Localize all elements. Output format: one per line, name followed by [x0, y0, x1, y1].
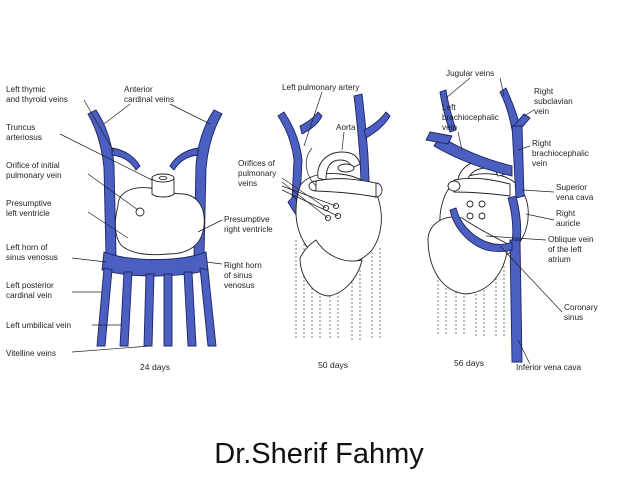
- left-pulmonary-artery: [305, 147, 317, 187]
- leader-orifice-3: [281, 185, 337, 207]
- left-jugular-vein: [439, 89, 457, 133]
- leader-left-horn: [71, 257, 107, 263]
- leader-jugular-right: [499, 77, 505, 97]
- leader-right-subclavian: [523, 109, 535, 117]
- pulmonary-vein-orifices-56: [466, 200, 486, 220]
- right-jugular-branch-50: [363, 111, 391, 139]
- right-umbilical-vein-24: [183, 271, 197, 347]
- leader-left-brachio: [457, 131, 463, 151]
- heart-tube-24: [114, 187, 205, 256]
- leader-ivc: [517, 339, 531, 365]
- leader-anterior-right: [169, 103, 211, 125]
- vitelline-vein-right: [163, 273, 173, 347]
- pulmonary-trunk-50: [315, 178, 377, 198]
- leader-svc: [521, 189, 555, 193]
- pulmonary-trunk-56: [453, 177, 511, 197]
- inferior-vena-cava: [509, 239, 523, 363]
- right-posterior-cardinal-vein: [199, 267, 217, 347]
- leader-orifice-4: [281, 189, 339, 217]
- label-jugular: Jugular veins: [446, 69, 494, 78]
- aortic-arch-end: [337, 163, 355, 173]
- label-left-pulmonary-artery: Left pulmonary artery: [282, 83, 360, 92]
- left-posterior-cardinal-vein: [96, 267, 113, 347]
- oblique-vein-coronary-sinus: [449, 207, 513, 252]
- leader-rv: [197, 219, 223, 233]
- vitelline-vein-left: [143, 273, 155, 347]
- truncus-arteriosus: [151, 177, 175, 198]
- leader-orifice-1: [281, 177, 327, 209]
- leader-right-auricle: [525, 213, 555, 221]
- day-label-56: 56 days: [454, 358, 484, 368]
- day-label-50: 50 days: [318, 360, 348, 370]
- left-brachiocephalic-vein: [433, 135, 513, 177]
- leader-thymic: [83, 99, 115, 153]
- leader-orifice-2: [281, 181, 329, 219]
- left-jugular-branch-50: [299, 111, 323, 135]
- left-thymic-vein: [111, 147, 141, 171]
- left-anterior-cardinal-50: [277, 111, 303, 201]
- leader-coronary: [499, 245, 563, 313]
- leader-oblique: [485, 235, 547, 241]
- label-aorta: Aorta: [336, 123, 356, 132]
- superior-vena-cava: [511, 125, 525, 199]
- pulmonary-trunk-end-56: [447, 180, 461, 192]
- day-label-24: 24 days: [140, 362, 170, 372]
- leader-right-brachio: [517, 145, 531, 151]
- leader-orifice: [87, 173, 139, 211]
- leader-vitelline: [71, 345, 151, 353]
- label-inferior-vena-cava: Inferior vena cava: [516, 363, 582, 372]
- right-thymic-vein: [169, 147, 199, 171]
- label-vitelline: Vitelline veins: [6, 349, 56, 358]
- left-subclavian-stub: [425, 131, 453, 145]
- left-umbilical-vein-24: [119, 271, 133, 347]
- leader-aorta: [341, 131, 345, 151]
- author-caption: Dr.Sherif Fahmy: [214, 438, 424, 470]
- leader-right-horn: [205, 261, 223, 265]
- leader-jugular-left: [445, 77, 471, 99]
- leader-truncus: [59, 133, 153, 181]
- label-left-umbilical: Left umbilical vein: [6, 321, 72, 330]
- ventricle-mass-50: [299, 239, 363, 297]
- leader-lv: [87, 211, 129, 239]
- leader-anterior-left: [103, 103, 131, 125]
- truncus-lumen: [158, 176, 168, 180]
- leader-lpa: [303, 91, 323, 147]
